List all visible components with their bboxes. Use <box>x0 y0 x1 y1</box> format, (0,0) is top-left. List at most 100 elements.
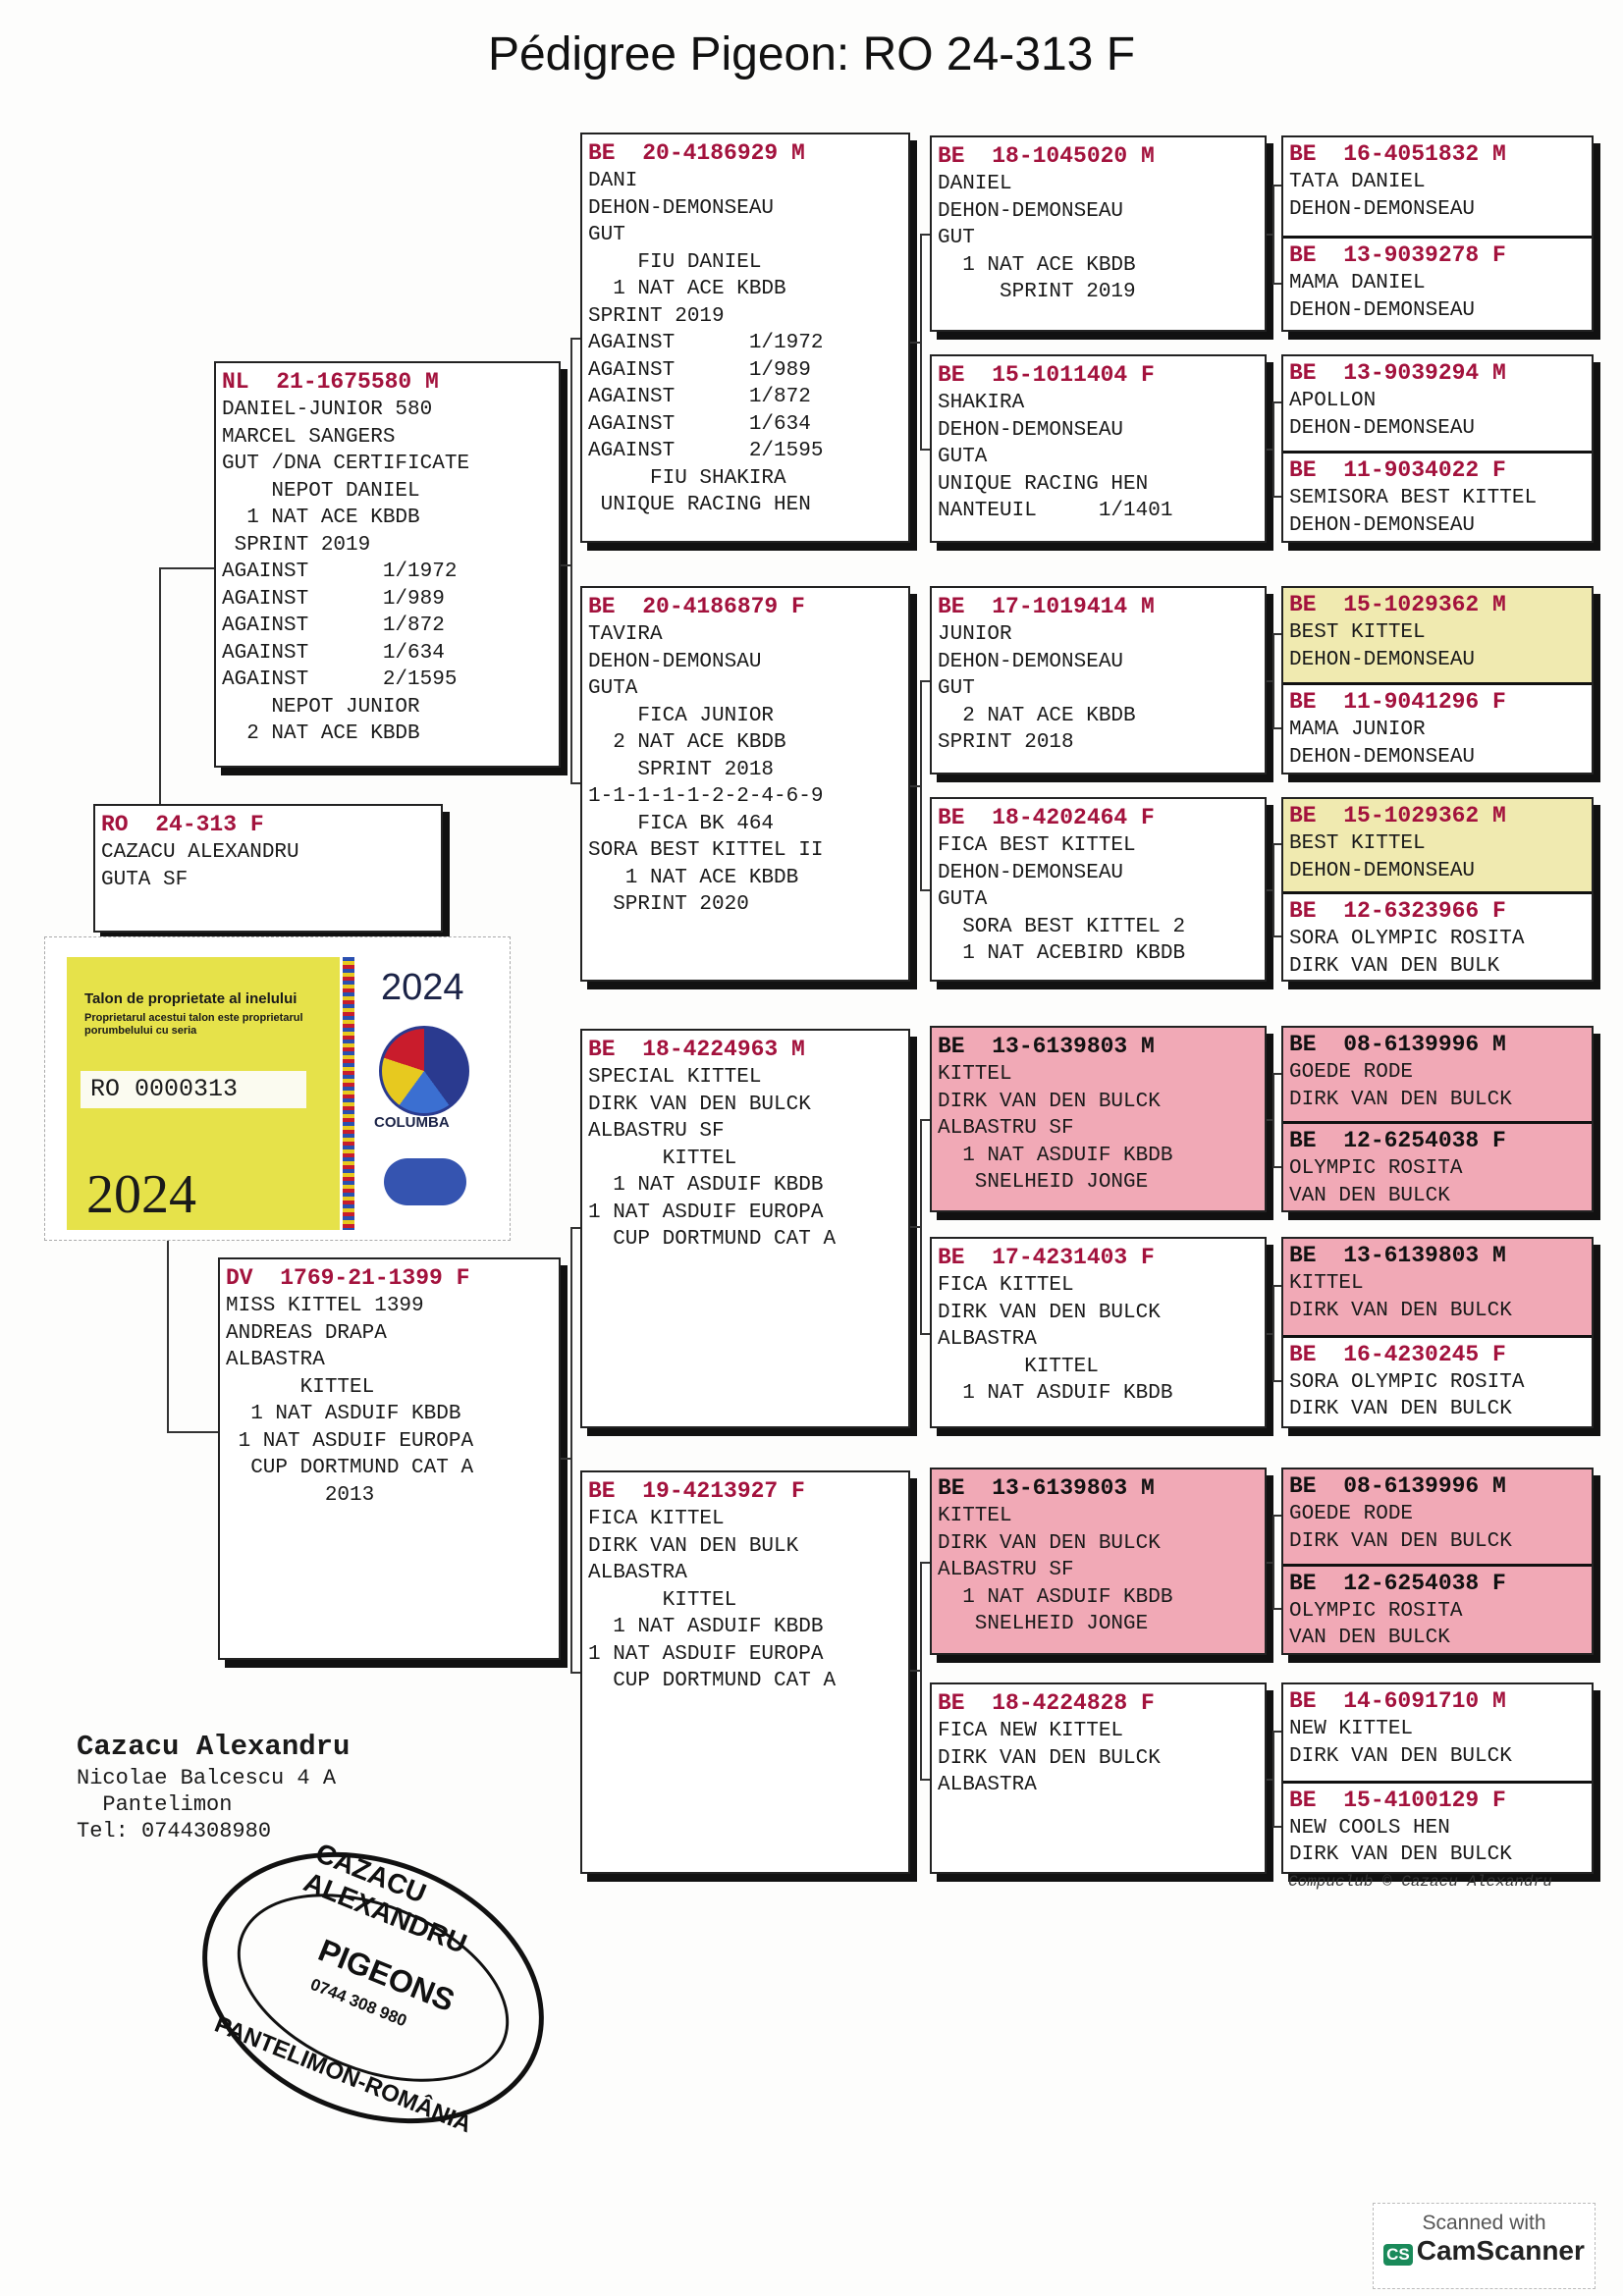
pedigree-line: 2 NAT ACE KBDB <box>222 722 420 745</box>
card-yellow-panel: Talon de proprietate al inelului Proprie… <box>67 957 340 1230</box>
pedigree-line: GUT <box>938 677 975 700</box>
connector-line <box>920 1332 930 1335</box>
pedigree-line: DEHON-DEMONSEAU <box>938 861 1124 884</box>
pedigree-line: VAN DEN BULCK <box>1289 1184 1450 1207</box>
pedigree-line: AGAINST 2/1595 <box>588 440 824 462</box>
pedigree-line: DIRK VAN DEN BULCK <box>1289 1088 1512 1111</box>
pedigree-line: GUTA <box>938 888 988 911</box>
pedigree-line: DANI <box>588 170 638 192</box>
scanned-with-label: Scanned with <box>1422 2212 1546 2234</box>
pedigree-line: BEST KITTEL <box>1289 832 1426 855</box>
connector-line <box>570 1672 580 1674</box>
connector-line <box>920 1119 930 1121</box>
connector-line <box>167 1431 218 1433</box>
pedigree-line: DANIEL <box>938 173 1012 195</box>
connector-line <box>910 341 920 344</box>
pedigree-line: CUP DORTMUND CAT A <box>588 1228 837 1251</box>
ring-number: BE 18-4224828 F <box>938 1690 1155 1716</box>
pedigree-line: KITTEL <box>588 1588 737 1612</box>
connector-line <box>910 1670 920 1672</box>
ring-number: BE 13-9039294 M <box>1289 360 1506 386</box>
pedigree-line: DEHON-DEMONSEAU <box>1289 513 1476 537</box>
pedigree-line: SPRINT 2020 <box>588 893 749 916</box>
connector-line <box>1267 449 1272 451</box>
pedigree-line: GOEDE RODE <box>1289 1503 1414 1525</box>
owner-name: Cazacu Alexandru <box>77 1731 351 1763</box>
pedigree-line: DEHON-DEMONSEAU <box>938 418 1124 442</box>
pedigree-line: GUT /DNA CERTIFICATE <box>222 453 470 475</box>
pedigree-line: SORA OLYMPIC ROSITA <box>1289 1370 1525 1394</box>
pedigree-line: MAMA DANIEL <box>1289 272 1426 294</box>
ring-number: BE 12-6254038 F <box>1289 1570 1506 1596</box>
pedigree-line: 2 NAT ACE KBDB <box>588 731 786 754</box>
owner-city: Pantelimon <box>77 1792 233 1817</box>
pedigree-line: MISS KITTEL 1399 <box>226 1295 424 1317</box>
pedigree-line: DEHON-DEMONSEAU <box>938 199 1124 223</box>
pedigree-line: FICA BK 464 <box>588 812 775 835</box>
pedigree-line: TATA DANIEL <box>1289 171 1426 193</box>
pedigree-line: FICA NEW KITTEL <box>938 1720 1124 1742</box>
pedigree-line: 1 NAT ACE KBDB <box>938 253 1136 277</box>
pedigree-line: ANDREAS DRAPA <box>226 1321 387 1345</box>
ring-number: BE 13-6139803 M <box>938 1475 1155 1501</box>
connector-line <box>570 782 580 784</box>
pedigree-line: AGAINST 1/989 <box>222 587 445 611</box>
connector-line <box>920 680 922 889</box>
pedigree-line: 1 NAT ASDUIF KBDB <box>588 1174 824 1197</box>
ring-number: BE 13-9039278 F <box>1289 242 1506 268</box>
connector-line <box>1272 633 1274 727</box>
pedigree-line: VAN DEN BULCK <box>1289 1627 1450 1649</box>
pedigree-line: BEST KITTEL <box>1289 621 1426 644</box>
pedigree-line: DEHON-DEMONSEAU <box>1289 416 1476 440</box>
ring-number: BE 12-6323966 F <box>1289 898 1506 924</box>
pedigree-line: JUNIOR <box>938 623 1012 646</box>
ring-number: BE 08-6139996 M <box>1289 1032 1506 1057</box>
camscanner-brand: CamScanner <box>1416 2235 1585 2266</box>
ring-number: BE 15-1029362 M <box>1289 592 1506 617</box>
connector-line <box>920 889 930 891</box>
pedigree-line: AGAINST 1/872 <box>222 614 445 637</box>
pedigree-line: SNELHEID JONGE <box>938 1171 1149 1194</box>
connector-line <box>920 449 930 451</box>
ring-number: RO 24-313 F <box>101 812 264 837</box>
pedigree-line: DANIEL-JUNIOR 580 <box>222 399 433 421</box>
connector-line <box>1267 1332 1272 1335</box>
ring-number: BE 18-1045020 M <box>938 143 1155 169</box>
connector-line <box>1272 1730 1274 1827</box>
pedigree-line: SPRINT 2019 <box>938 281 1136 303</box>
pedigree-line: AGAINST 1/634 <box>588 412 811 436</box>
pedigree-line: DIRK VAN DEN BULCK <box>938 1301 1161 1324</box>
connector-line <box>570 1227 572 1674</box>
pedigree-line: SNELHEID JONGE <box>938 1613 1149 1635</box>
connector-line <box>1272 1284 1274 1381</box>
software-credit: Compuclub © Cazacu Alexandru <box>1288 1873 1552 1891</box>
card-year: 2024 <box>86 1164 196 1225</box>
connector-line <box>570 338 580 340</box>
pedigree-line: DEHON-DEMONSEAU <box>938 650 1124 673</box>
connector-line <box>1272 283 1281 285</box>
connector-line <box>1267 1778 1272 1781</box>
connector-line <box>1267 680 1272 682</box>
card-serial: RO 0000313 <box>81 1071 306 1108</box>
pedigree-line: DEHON-DEMONSEAU <box>588 196 775 220</box>
pedigree-line: NEPOT JUNIOR <box>222 695 420 719</box>
pedigree-line: DIRK VAN DEN BULCK <box>1289 1529 1512 1553</box>
pedigree-line: KITTEL <box>938 1355 1099 1378</box>
connector-line <box>1272 1730 1281 1733</box>
camscanner-logo-icon: CS <box>1383 2244 1413 2266</box>
pedigree-line: 2013 <box>226 1483 375 1507</box>
pedigree-line: ALBASTRU SF <box>938 1117 1074 1140</box>
pedigree-line: FICA KITTEL <box>588 1508 725 1530</box>
pedigree-line: AGAINST 1/1972 <box>588 332 824 354</box>
